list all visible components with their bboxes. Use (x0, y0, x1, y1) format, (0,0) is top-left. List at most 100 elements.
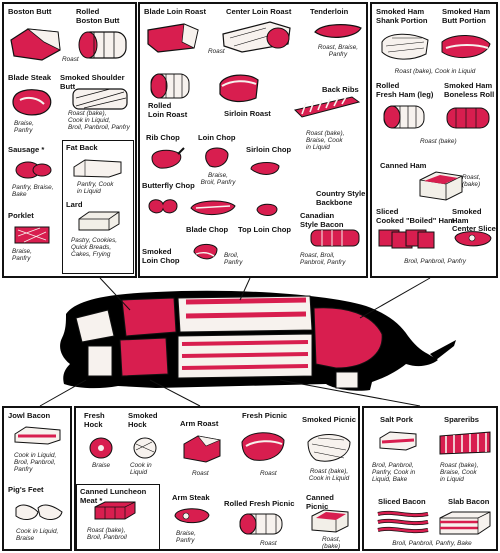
butterfly-chop-image (146, 194, 180, 218)
lard-use: Pastry, Cookies, Quick Breads, Cakes, Fr… (71, 237, 118, 259)
label-boston-butt: Boston Butt (8, 7, 52, 16)
label-fresh-picnic: Fresh Picnic (242, 411, 288, 420)
rolled-boston-butt-image (76, 28, 132, 62)
blade-steak-image (10, 86, 56, 118)
blade-steak-use: Braise, Panfry (14, 120, 34, 135)
label-spareribs: Spareribs (444, 415, 480, 424)
arm-roast-image (180, 432, 224, 466)
label-salt-pork: Salt Pork (380, 415, 413, 424)
label-tenderloin: Tenderloin (310, 7, 349, 16)
blade-loin-roast-image (144, 20, 202, 56)
canned-luncheon-meat-image (91, 499, 139, 523)
label-sirloin-chop: Sirloin Chop (246, 145, 292, 154)
label-smoked-ham-shank: Smoked Ham Shank Portion (376, 7, 428, 25)
smoked-picnic-image (304, 428, 354, 466)
canned-picnic-image (308, 506, 352, 536)
smoked-shoulder-butt-use: Roast (bake), Cook in Liquid, Broil, Pan… (68, 110, 130, 132)
belly-panel: Salt Pork Spareribs Broil, Panbroil, Pan… (362, 406, 498, 551)
label-smoked-picnic: Smoked Picnic (302, 415, 357, 424)
ham-slice-use: Broil, Panbroil, Panfry (404, 258, 466, 265)
jowl-bacon-use: Cook in Liquid, Broil, Panbroil, Panfry (14, 452, 57, 474)
label-slab-bacon: Slab Bacon (448, 497, 490, 506)
label-jowl-bacon: Jowl Bacon (8, 411, 51, 420)
pigs-feet-image (12, 500, 66, 524)
label-smoked-hock: Smoked Hock (128, 411, 158, 429)
label-sliced-bacon: Sliced Bacon (378, 497, 426, 506)
fresh-hock-use: Braise (92, 462, 111, 469)
smoked-hock-image (130, 434, 160, 460)
label-rib-chop: Rib Chop (146, 133, 180, 142)
sirloin-roast-image (216, 70, 262, 106)
porklet-use: Braise, Panfry (12, 248, 32, 263)
label-smoked-loin-chop: Smoked Loin Chop (142, 247, 180, 265)
label-rolled-fresh-picnic: Rolled Fresh Picnic (224, 499, 295, 508)
sliced-bacon-image (374, 508, 432, 536)
smoked-ham-butt-image (438, 30, 494, 64)
ham-panel: Smoked Ham Shank Portion Smoked Ham Butt… (370, 2, 498, 278)
label-blade-chop: Blade Chop (186, 225, 229, 234)
smoked-picnic-use: Roast (bake), Cook in Liquid (308, 468, 350, 483)
boston-butt-image (8, 26, 62, 62)
pig-cuts-diagram (36, 280, 460, 408)
rolled-fresh-ham-image (380, 102, 428, 132)
label-rolled-boston-butt: Rolled Boston Butt (76, 7, 120, 25)
label-loin-chop: Loin Chop (198, 133, 236, 142)
label-smoked-ham-butt: Smoked Ham Butt Portion (442, 7, 491, 25)
rolled-fresh-picnic-use: Roast (260, 540, 277, 547)
label-smoked-shoulder-butt: Smoked Shoulder Butt (60, 73, 125, 91)
label-porklet: Porklet (8, 211, 34, 220)
jowl-bacon-image (12, 424, 64, 446)
rolled-fresh-picnic-image (236, 510, 286, 538)
smoked-ham-boneless-image (444, 104, 494, 132)
smoked-hock-use: Cook in Liquid (130, 462, 152, 477)
label-canned-luncheon-meat: Canned Luncheon Meat * (80, 487, 147, 505)
canned-ham-image (416, 168, 466, 204)
shoulder-butt-panel: Boston Butt Rolled Boston Butt Roast Bla… (2, 2, 137, 278)
loin-panel: Blade Loin Roast Center Loin Roast Tende… (138, 2, 368, 278)
smoked-loin-chop-use: Broil, Panfry (224, 252, 243, 267)
label-country-style-backbone: Country Style Backbone (316, 189, 366, 207)
arm-roast-use: Roast (192, 470, 209, 477)
label-fat-back: Fat Back (66, 143, 98, 152)
spareribs-use: Roast (bake), Braise, Cook in Liquid (440, 462, 479, 484)
smoked-shoulder-butt-image (70, 86, 132, 112)
picnic-panel: Fresh Hock Smoked Hock Arm Roast Fresh P… (74, 406, 360, 551)
label-top-loin-chop: Top Loin Chop (238, 225, 291, 234)
label-arm-steak: Arm Steak (172, 493, 210, 502)
arm-steak-use: Braise, Panfry (176, 530, 196, 545)
sausage-image (12, 158, 54, 182)
label-sausage: Sausage * (8, 145, 45, 154)
label-rolled-fresh-ham: Rolled Fresh Ham (leg) (376, 81, 434, 99)
label-blade-loin-roast: Blade Loin Roast (144, 7, 207, 16)
fresh-picnic-use: Roast (260, 470, 277, 477)
label-smoked-ham-boneless: Smoked Ham Boneless Roll (444, 81, 495, 99)
back-ribs-use: Roast (bake), Braise, Cook in Liquid (306, 130, 345, 152)
tenderloin-image (312, 20, 364, 42)
slab-bacon-image (436, 508, 494, 538)
smoked-ham-use: Roast (bake), Cook in Liquid (394, 68, 476, 75)
arm-steak-image (172, 504, 212, 528)
smoked-ham-shank-image (378, 28, 432, 64)
salt-pork-use: Broil, Panbroil, Panfry, Cook in Liquid,… (372, 462, 416, 484)
smoked-loin-chop-image (190, 240, 220, 266)
canadian-style-bacon-image (308, 226, 364, 250)
loin-chop-image (202, 144, 232, 172)
label-rolled-loin-roast: Rolled Loin Roast (148, 101, 188, 119)
fresh-picnic-image (238, 426, 288, 466)
canned-ham-use: Roast, (bake) (462, 174, 481, 189)
fat-back-image (71, 157, 125, 179)
canned-luncheon-meat-box: Canned Luncheon Meat * Roast (bake), Bro… (76, 484, 160, 549)
chops-use: Braise, Broil, Panfry (200, 172, 236, 187)
label-back-ribs: Back Ribs (322, 85, 359, 94)
label-lard: Lard (66, 200, 83, 209)
label-smoked-ham-center: Smoked Ham Center Slice (452, 207, 496, 234)
label-sirloin-roast: Sirloin Roast (224, 109, 271, 118)
label-roast: Roast (62, 56, 79, 63)
back-ribs-image (292, 94, 362, 120)
blade-chop-image (188, 196, 238, 220)
canned-luncheon-meat-use: Roast (bake), Broil, Panbroil (87, 527, 127, 542)
lard-image (75, 209, 123, 233)
spareribs-image (436, 428, 494, 458)
fat-back-use: Panfry, Cook in Liquid (77, 181, 114, 196)
label-loin-roast: Roast (208, 48, 225, 55)
